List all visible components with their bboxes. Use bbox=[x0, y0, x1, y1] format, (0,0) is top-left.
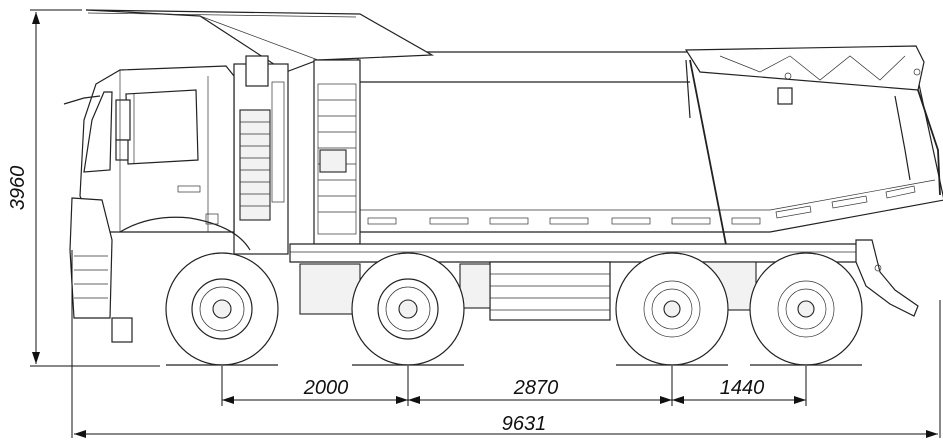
height-label: 3960 bbox=[7, 166, 29, 211]
wheelbase-2-label: 2870 bbox=[513, 377, 559, 399]
wheel-4 bbox=[749, 252, 863, 366]
dump-body bbox=[85, 9, 943, 260]
wheelbase-1-label: 2000 bbox=[303, 377, 349, 399]
wheel-3 bbox=[615, 252, 729, 366]
overall-length-dimension bbox=[71, 250, 941, 438]
height-dimension bbox=[30, 9, 160, 367]
wheel-1 bbox=[165, 252, 279, 366]
wheelbase-dimensions bbox=[221, 366, 807, 406]
engine-block bbox=[233, 55, 289, 255]
wheel-2 bbox=[351, 252, 465, 366]
overall-length-label: 9631 bbox=[502, 413, 547, 435]
wheelbase-3-label: 1440 bbox=[720, 377, 765, 399]
cab bbox=[63, 65, 251, 343]
